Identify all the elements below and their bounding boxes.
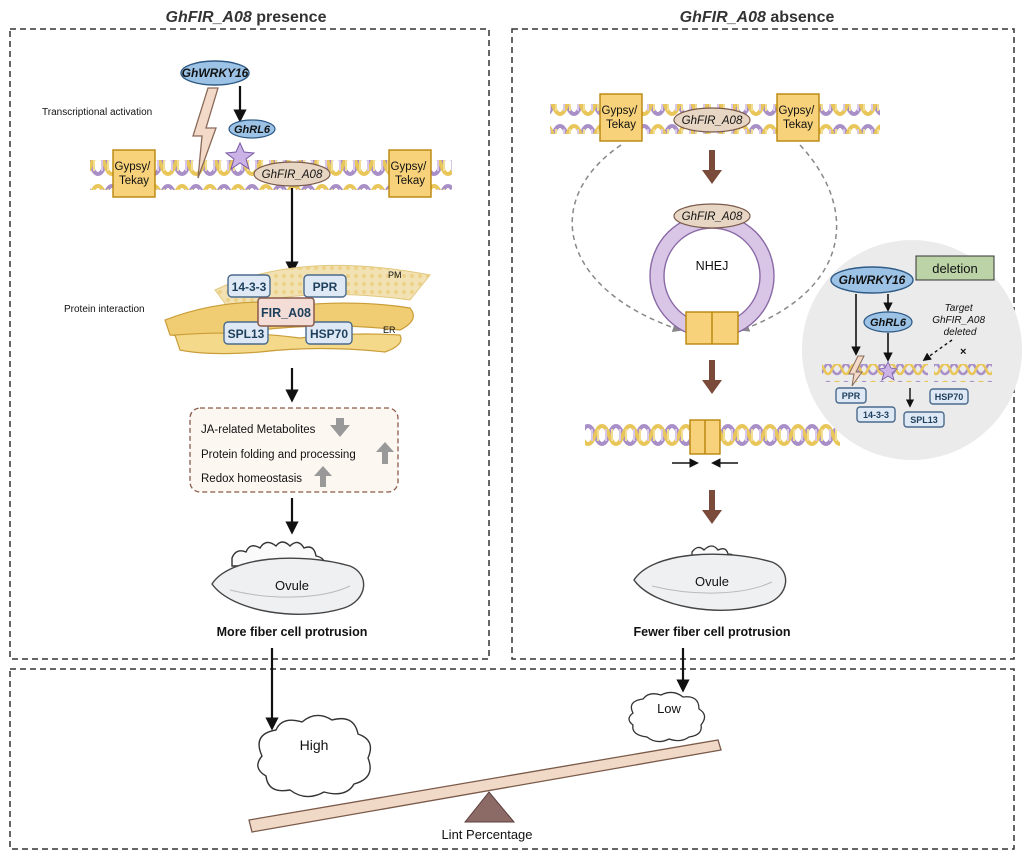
inset-ghwrky16-label: GhWRKY16 xyxy=(839,273,906,287)
protein-spl13 xyxy=(223,321,269,345)
ghwrky16-oval xyxy=(180,60,250,86)
gene-label-loop: GhFIR_A08 xyxy=(682,211,743,223)
outcome-right: Fewer fiber cell protrusion xyxy=(634,625,791,639)
ovule-shade xyxy=(229,585,351,598)
inset-ghrl6-label: GhRL6 xyxy=(870,317,907,329)
inset-protein-spl13-label: SPL13 xyxy=(910,415,938,425)
ovule-label-right: Ovule xyxy=(695,574,729,589)
inset-ghrl6-oval xyxy=(863,311,913,333)
te-box-left-2 xyxy=(388,149,432,198)
presence-panel xyxy=(9,28,490,660)
deletion-label: deletion xyxy=(932,261,978,276)
te-label: Gypsy/ Tekay xyxy=(779,105,818,131)
te-label: Gypsy/ Tekay xyxy=(602,105,641,131)
deletion-badge xyxy=(915,255,995,281)
absence-title: GhFIR_A08 absence xyxy=(680,9,835,26)
effect-redox: Redox homeostasis xyxy=(201,473,302,485)
protein-1433-label: 14-3-3 xyxy=(232,280,267,294)
dashed-arrow-right xyxy=(740,144,838,332)
ovule-left xyxy=(211,557,365,615)
te-box-right-1 xyxy=(599,93,643,142)
protein-ppr-label: PPR xyxy=(313,280,338,294)
ovule-label-left: Ovule xyxy=(275,578,309,593)
effect-protein-folding: Protein folding and processing xyxy=(201,449,356,461)
brown-arrow-1 xyxy=(702,150,722,184)
inset-protein-spl13 xyxy=(903,411,945,428)
brown-arrow-3 xyxy=(702,490,722,524)
protein-ppr xyxy=(303,274,347,298)
protein-hsp70 xyxy=(305,321,353,345)
outcome-left: More fiber cell protrusion xyxy=(217,625,368,639)
protein-fir-a08-label: FIR_A08 xyxy=(261,306,311,320)
gene-oval-loop xyxy=(673,203,751,229)
absence-panel xyxy=(511,28,1015,660)
nhej-loop-inner xyxy=(663,227,761,325)
down-arrow-icon xyxy=(330,418,350,437)
protein-spl13-label: SPL13 xyxy=(228,327,265,341)
cotton-low xyxy=(628,691,706,743)
inset-protein-ppr xyxy=(835,387,867,404)
ghrl6-label: GhRL6 xyxy=(234,124,271,136)
inset-dna-gap xyxy=(928,362,934,384)
gene-label-right: GhFIR_A08 xyxy=(682,115,743,127)
inset-protein-hsp70 xyxy=(929,388,969,405)
brown-arrow-2 xyxy=(702,360,722,394)
protein-1433 xyxy=(227,274,271,298)
te-label: Gypsy/ Tekay xyxy=(115,161,154,187)
lint-percentage-label: Lint Percentage xyxy=(441,827,532,842)
te-label: Gypsy/ Tekay xyxy=(391,161,430,187)
te-box-right-2 xyxy=(776,93,820,142)
ghwrky16-label: GhWRKY16 xyxy=(182,66,249,80)
up-arrow-icon xyxy=(376,442,394,464)
gene-oval-right xyxy=(673,107,751,133)
low-label: Low xyxy=(657,701,681,716)
inset-ghwrky16-oval xyxy=(830,266,914,294)
nhej-label: NHEJ xyxy=(696,259,729,273)
lightning-bolt xyxy=(192,87,219,179)
te-box-left-1 xyxy=(112,149,156,198)
inset-lightning xyxy=(848,355,865,387)
inset-target-label: Target GhFIR_A08 deleted xyxy=(932,303,988,338)
pm-label: PM xyxy=(388,270,402,280)
effect-ja: JA-related Metabolites xyxy=(201,424,316,436)
ovule-right xyxy=(633,553,787,611)
ovule-shade-right xyxy=(651,581,773,594)
gene-oval-left xyxy=(253,161,331,187)
er-label: ER xyxy=(383,325,396,335)
er-layer-2 xyxy=(174,332,402,355)
inset-dna xyxy=(822,364,992,382)
protein-fir-a08 xyxy=(257,297,315,327)
inset-protein-1433-label: 14-3-3 xyxy=(863,410,889,420)
deletion-inset xyxy=(802,240,1022,460)
transcriptional-activation-label: Transcriptional activation xyxy=(42,107,152,118)
up-arrow-icon xyxy=(314,466,332,487)
inset-protein-1433 xyxy=(856,406,896,423)
balance-fulcrum xyxy=(463,791,516,823)
star-icon xyxy=(224,141,256,171)
inset-protein-hsp70-label: HSP70 xyxy=(935,392,964,402)
high-label: High xyxy=(300,737,329,753)
inset-protein-ppr-label: PPR xyxy=(842,391,861,401)
balance-beam xyxy=(248,739,722,833)
balance-panel xyxy=(9,668,1015,850)
cotton-high xyxy=(257,714,372,798)
gene-label-left: GhFIR_A08 xyxy=(262,169,323,181)
protein-hsp70-label: HSP70 xyxy=(310,327,348,341)
ghrl6-oval xyxy=(228,119,276,139)
inset-x-icon: × xyxy=(960,346,966,358)
presence-title: GhFIR_A08 presence xyxy=(166,9,327,26)
protein-interaction-label: Protein interaction xyxy=(64,304,145,315)
inset-star-icon xyxy=(878,361,898,381)
